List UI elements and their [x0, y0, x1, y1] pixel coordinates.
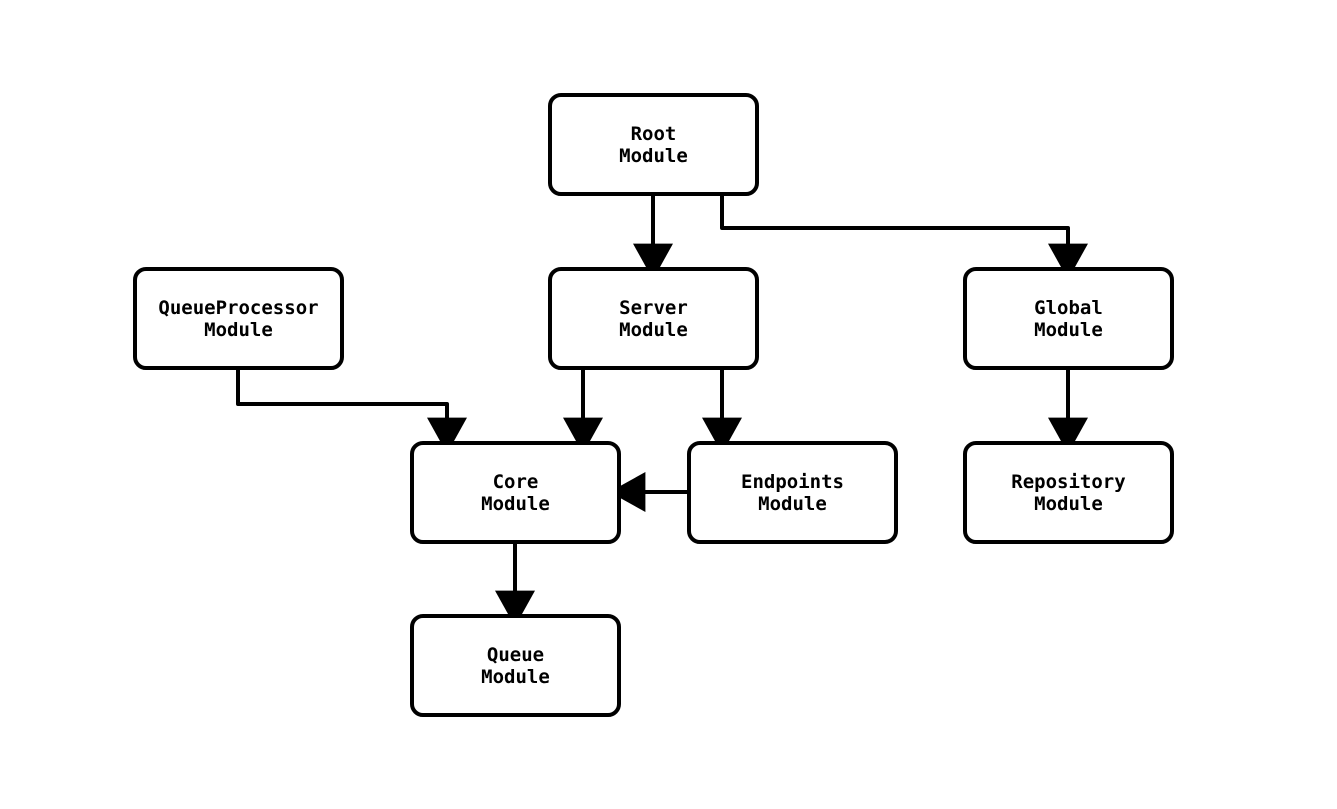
node-repository-label-line2: Module	[1034, 492, 1103, 515]
node-root[interactable]: Root Module	[548, 93, 759, 196]
node-root-label-line2: Module	[619, 144, 688, 167]
node-endpoints-label-line1: Endpoints	[741, 470, 844, 493]
node-queueprocessor[interactable]: QueueProcessor Module	[133, 267, 344, 370]
node-core-label-line1: Core	[492, 470, 539, 493]
node-core-label-line2: Module	[481, 492, 550, 515]
node-queue[interactable]: Queue Module	[410, 614, 621, 717]
node-global-label-line2: Module	[1034, 318, 1103, 341]
node-server[interactable]: Server Module	[548, 267, 759, 370]
node-global[interactable]: Global Module	[963, 267, 1174, 370]
node-queueprocessor-label-line1: QueueProcessor	[158, 296, 319, 319]
node-endpoints-label-line2: Module	[758, 492, 827, 515]
edge-root-global	[720, 196, 1088, 280]
edge-queueprocessor-core	[236, 370, 467, 454]
node-endpoints[interactable]: Endpoints Module	[687, 441, 898, 544]
node-queueprocessor-label-line2: Module	[204, 318, 273, 341]
node-repository-label-line1: Repository	[1011, 470, 1126, 493]
node-global-label-line1: Global	[1034, 296, 1103, 319]
node-server-label-line1: Server	[619, 296, 688, 319]
node-server-label-line2: Module	[619, 318, 688, 341]
node-core[interactable]: Core Module	[410, 441, 621, 544]
node-queue-label-line1: Queue	[486, 643, 545, 666]
node-root-label-line1: Root	[630, 122, 677, 145]
node-repository[interactable]: Repository Module	[963, 441, 1174, 544]
node-queue-label-line2: Module	[481, 665, 550, 688]
